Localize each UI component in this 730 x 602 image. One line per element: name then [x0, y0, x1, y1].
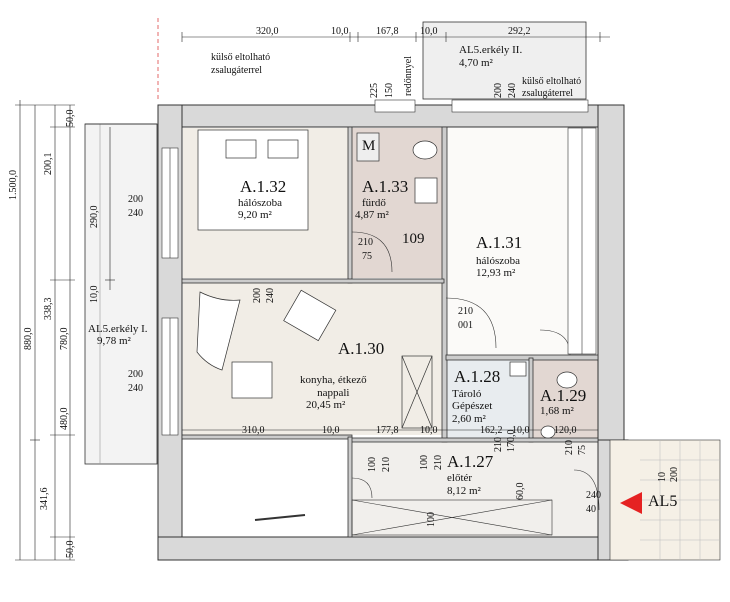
elevator-shaft-label: M	[362, 138, 376, 154]
balcony-1	[84, 123, 158, 465]
dim-top-0: 320,0	[256, 26, 279, 37]
dim-int-2: 177,8	[376, 425, 399, 436]
room-area-a129: 1,68 m²	[540, 405, 574, 417]
room-id-a133: A.1.33	[362, 177, 409, 196]
dimension-lines	[15, 32, 610, 561]
opening-18: 210	[381, 457, 392, 472]
balcony-1-label: AL5.erkély I.	[88, 323, 148, 335]
dim-left-outer-2: 341,6	[39, 487, 50, 511]
room-area-a127: 8,12 m²	[447, 485, 481, 497]
shutter-note-1-line2: zsalugáterrel	[211, 65, 263, 76]
room-name-a128: Tároló Gépészet	[452, 388, 493, 412]
shutter-note-1-line1: külső eltolható	[211, 52, 271, 63]
room-area-a133: 4,87 m²	[355, 209, 389, 221]
dim-left-inner-0: 290,0	[89, 205, 100, 229]
dim-int-4: 162,2	[480, 425, 503, 436]
opening-7: 150	[384, 83, 395, 98]
balcony-1-area: 9,78 m²	[97, 335, 131, 347]
opening-6: 225	[369, 83, 380, 98]
wardrobe	[567, 127, 597, 355]
dim-left-inner-1: 10,0	[89, 285, 100, 304]
dim-left-mid-0: 50,0	[65, 109, 76, 128]
balcony-2-area: 4,70 m²	[459, 57, 493, 69]
dim-left-mid-2: 338,3	[43, 297, 54, 321]
opening-14: 210	[564, 440, 575, 455]
dim-left-outer-0: 1.500,0	[8, 170, 19, 200]
bed	[197, 129, 309, 231]
opening-5: 240	[265, 288, 276, 303]
opening-11: 75	[362, 251, 372, 262]
dim-int-0: 310,0	[242, 425, 265, 436]
dim-left-mid-5: 50,0	[65, 540, 76, 559]
shutter-note-2-line1: külső eltolható	[522, 76, 582, 87]
opening-27: 200	[669, 467, 680, 482]
opening-25: 40	[586, 504, 596, 515]
room-name-a133: fürdő	[362, 197, 386, 209]
shutter-note-2-line2: zsalugáterrel	[522, 88, 574, 99]
dim-int-3: 10,0	[420, 425, 438, 436]
room-id-a128: A.1.28	[454, 367, 501, 386]
opening-12: 210	[458, 306, 473, 317]
opening-15: 75	[577, 445, 588, 455]
terrace-fill	[183, 437, 348, 537]
interior-walls	[181, 126, 599, 538]
room-area-a128: 2,60 m²	[452, 413, 486, 425]
dim-left-mid-3: 780,0	[59, 327, 70, 351]
opening-0: 200	[128, 194, 143, 205]
entrance-arrow-icon	[620, 492, 642, 514]
dim-top-2: 167,8	[376, 26, 399, 37]
room-name-a130: konyha, étkező nappali	[300, 374, 367, 399]
opening-19: 100	[419, 455, 430, 470]
room-area-a130: 20,45 m²	[306, 399, 346, 411]
living-furniture	[196, 289, 433, 429]
opening-26: 10	[657, 472, 668, 482]
dim-left-mid-4: 480,0	[59, 407, 70, 431]
room-id-a132: A.1.32	[240, 177, 287, 196]
opening-10: 210	[358, 237, 373, 248]
opening-13: 001	[458, 320, 473, 331]
opening-20: 210	[433, 455, 444, 470]
dim-top-4: 292,2	[508, 26, 531, 37]
room-id-a129: A.1.29	[540, 386, 587, 405]
top-windows	[374, 99, 589, 113]
dim-left-mid-1: 200,1	[43, 152, 54, 176]
room-name-a131: hálószoba	[476, 255, 520, 267]
hall-cabinet	[351, 499, 553, 536]
dim-int-1: 10,0	[322, 425, 340, 436]
dim-left-outer-1: 880,0	[23, 327, 34, 351]
room-id-a130: A.1.30	[338, 339, 385, 358]
dim-int-5: 10,0	[512, 425, 530, 436]
redonnyel-note: redőnnyel	[403, 56, 414, 96]
opening-1: 240	[128, 208, 143, 219]
opening-3: 240	[128, 383, 143, 394]
room-area-a131: 12,93 m²	[476, 267, 516, 279]
balcony-2	[422, 21, 587, 100]
room-a127-fill	[350, 441, 598, 537]
left-windows	[161, 147, 179, 436]
room-name-a132: hálószoba	[238, 197, 282, 209]
opening-4: 200	[252, 288, 263, 303]
opening-22: 60,0	[515, 482, 526, 501]
dim-int-6: 120,0	[554, 425, 577, 436]
opening-24: 240	[586, 490, 601, 501]
dim-top-3: 10,0	[420, 26, 438, 37]
access-tag: AL5	[648, 493, 678, 510]
dim-top-1: 10,0	[331, 26, 349, 37]
bathroom-fixtures	[356, 132, 578, 439]
room-name-a127: előtér	[447, 472, 473, 484]
opening-16: 210	[493, 437, 504, 452]
opening-2: 200	[128, 369, 143, 380]
room-109-label: 109	[402, 231, 425, 247]
room-id-a127: A.1.27	[447, 452, 494, 471]
room-id-a131: A.1.31	[476, 233, 523, 252]
opening-17: 100	[367, 457, 378, 472]
opening-23: 100	[426, 512, 437, 527]
opening-8: 200	[493, 83, 504, 98]
opening-9: 240	[507, 83, 518, 98]
room-area-a132: 9,20 m²	[238, 209, 272, 221]
opening-21: 170,0	[506, 429, 517, 453]
balcony-2-label: AL5.erkély II.	[459, 44, 523, 56]
